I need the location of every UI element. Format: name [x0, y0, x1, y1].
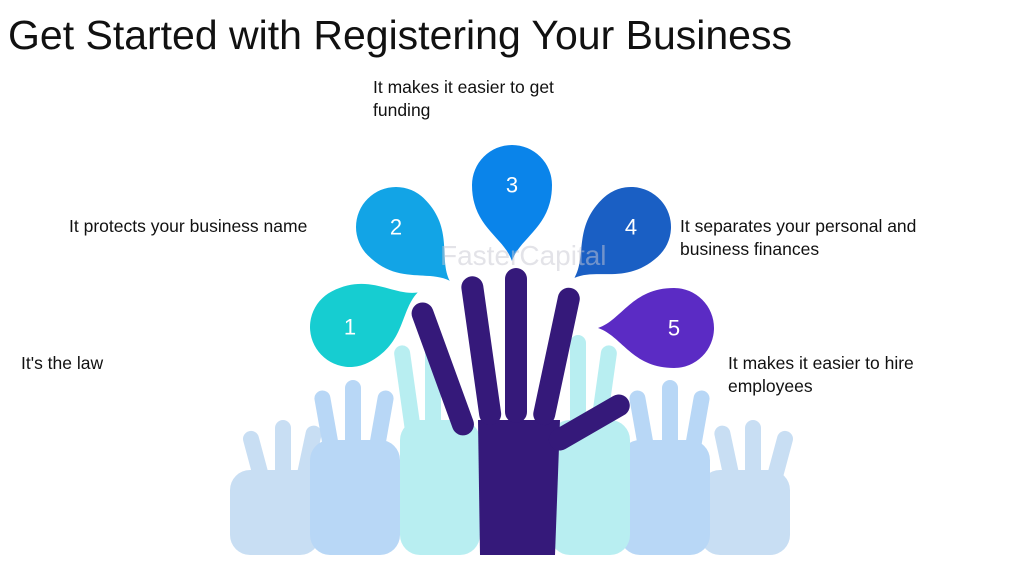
background-hands — [230, 335, 793, 555]
drop-shape — [310, 283, 418, 367]
drop-2: 2 — [356, 187, 450, 281]
step-3-label: It makes it easier to get funding — [373, 77, 554, 120]
watermark: FasterCapital — [440, 240, 607, 271]
numbered-drops: 1 2 3 4 5 — [310, 145, 714, 368]
drop-number: 1 — [344, 315, 356, 340]
page-title: Get Started with Registering Your Busine… — [8, 12, 792, 58]
drop-number: 5 — [668, 316, 680, 341]
drop-number: 3 — [506, 173, 518, 198]
step-4-label: It separates your personal and business … — [680, 216, 917, 259]
main-hand — [411, 268, 630, 555]
drop-4: 4 — [574, 187, 671, 278]
step-1-label: It's the law — [21, 353, 104, 373]
drop-number: 4 — [625, 215, 637, 240]
drop-shape — [472, 145, 552, 261]
drop-5: 5 — [598, 288, 714, 368]
drop-shape — [356, 187, 450, 281]
step-5-label: It makes it easier to hire employees — [728, 353, 914, 396]
drop-shape — [598, 288, 714, 368]
drop-shape — [574, 187, 671, 278]
step-2-label: It protects your business name — [69, 216, 308, 236]
drop-3: 3 — [472, 145, 552, 261]
drop-number: 2 — [390, 215, 402, 240]
drop-1: 1 — [310, 283, 418, 367]
